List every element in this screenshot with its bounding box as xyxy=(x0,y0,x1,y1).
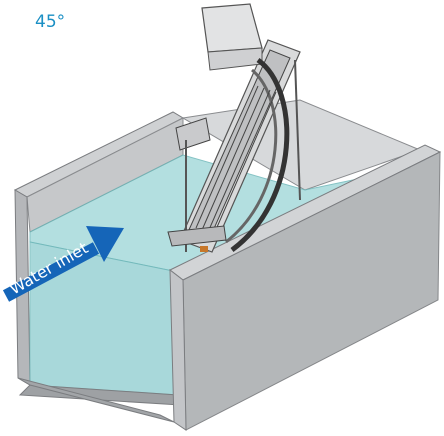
angle-label: 45° xyxy=(35,12,66,32)
screen-bar xyxy=(207,89,271,233)
screen-machine xyxy=(167,3,301,253)
inlet-arrow-shaft xyxy=(2,242,100,302)
floor-slab xyxy=(17,377,175,423)
rake-wheel xyxy=(230,57,290,253)
inlet-arrow-head xyxy=(86,226,124,262)
drive-housing-front xyxy=(207,47,263,71)
support-leg xyxy=(294,59,301,201)
rake-wheel-inner xyxy=(225,68,278,244)
screen-bar xyxy=(201,87,265,231)
screen-bar xyxy=(195,85,259,229)
base-plate xyxy=(167,225,227,247)
flow-marker xyxy=(200,246,208,252)
screen-bar xyxy=(213,91,277,235)
front-wall-end xyxy=(169,268,187,431)
motor-box xyxy=(175,117,211,151)
drive-housing xyxy=(201,3,263,53)
